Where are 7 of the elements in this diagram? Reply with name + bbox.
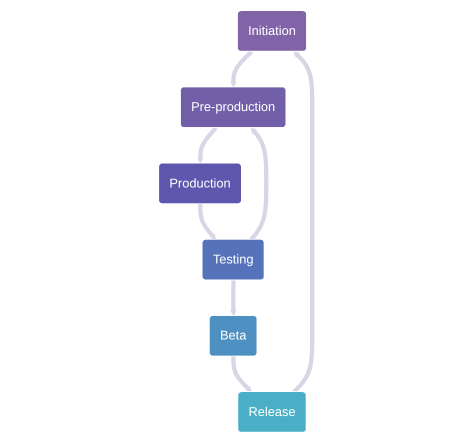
arrow	[249, 128, 268, 242]
arrow	[198, 204, 216, 240]
arrow	[196, 126, 217, 164]
arrow	[292, 51, 314, 394]
arrow	[230, 50, 253, 88]
arrow	[230, 280, 236, 316]
arrow	[230, 356, 252, 392]
